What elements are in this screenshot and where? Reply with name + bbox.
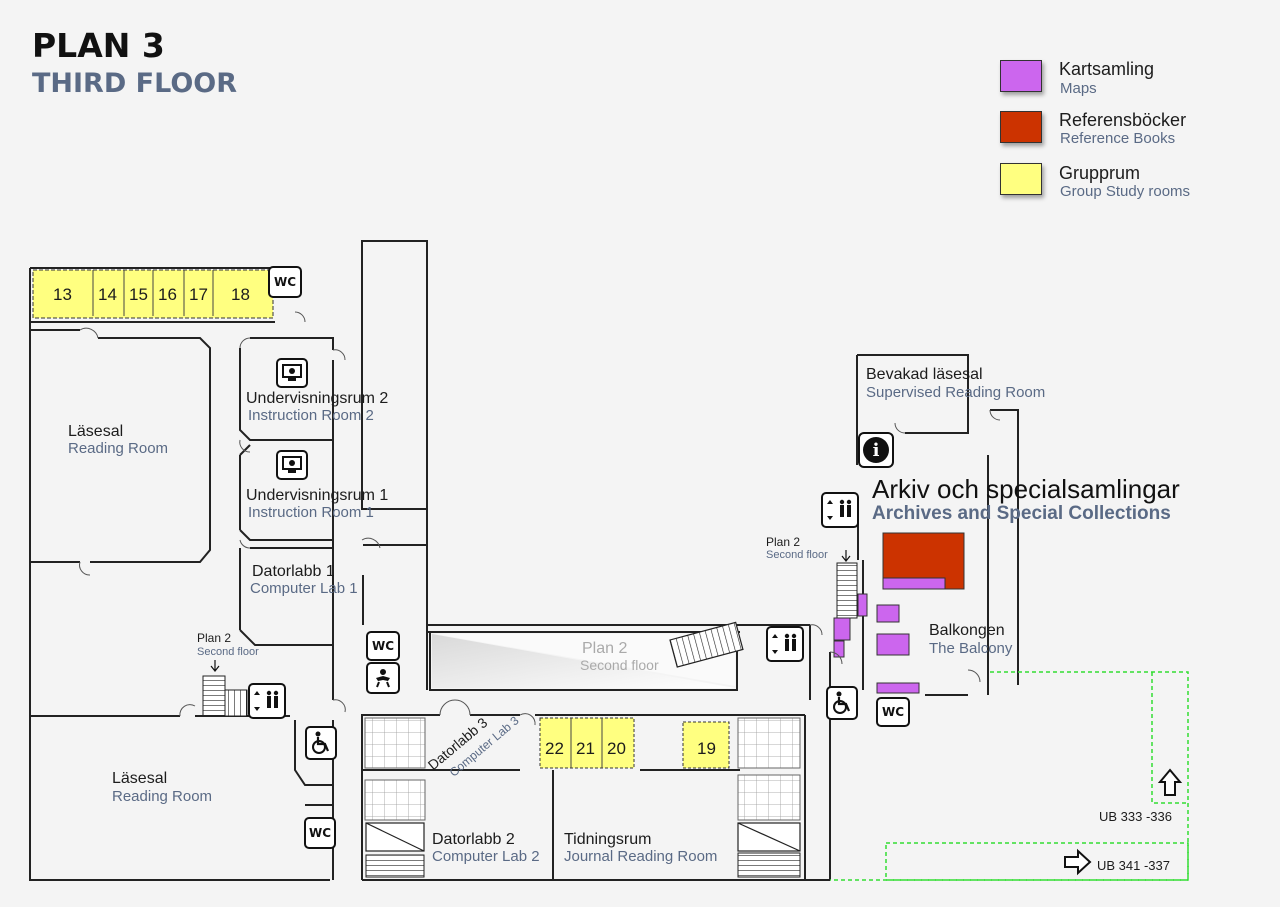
- page-title: PLAN 3: [32, 26, 165, 65]
- room-undervisning2-sv: Undervisningsrum 2: [246, 390, 389, 407]
- group-room-14: 14: [98, 285, 117, 304]
- room-datorlabb2-en: Computer Lab 2: [432, 848, 540, 865]
- room-bevakad-en: Supervised Reading Room: [866, 384, 1046, 401]
- legend-label-group-rooms-en: Group Study rooms: [1060, 183, 1191, 200]
- room-lasesal-bottom-en: Reading Room: [112, 788, 213, 805]
- legend-swatch-group-rooms: [1000, 163, 1042, 195]
- group-room-15: 15: [129, 285, 148, 304]
- group-room-20: 20: [607, 739, 626, 758]
- legend-swatch-reference: [1000, 111, 1042, 143]
- projector-icon: [276, 358, 308, 388]
- wc-icon: WC: [876, 697, 910, 727]
- group-room-19: 19: [697, 739, 716, 758]
- projector-icon: [276, 450, 308, 480]
- group-room-22: 22: [545, 739, 564, 758]
- stairs-right-sv: Plan 2: [766, 535, 801, 549]
- room-tidningsrum-en: Journal Reading Room: [564, 848, 718, 865]
- room-balkongen-en: The Balcony: [929, 640, 1013, 657]
- room-undervisning1-en: Instruction Room 1: [248, 504, 374, 521]
- legend-label-reference-sv: Referensböcker: [1059, 110, 1187, 130]
- stairs-right-en: Second floor: [766, 549, 828, 561]
- stairs-left-sv: Plan 2: [197, 631, 232, 645]
- group-room-21: 21: [576, 739, 595, 758]
- void-plan2-en: Second floor: [580, 657, 659, 673]
- room-bevakad-sv: Bevakad läsesal: [866, 366, 983, 383]
- shelf-label-up: UB 333 -336: [1099, 809, 1172, 824]
- page-subtitle: THIRD FLOOR: [32, 68, 238, 99]
- legend-swatch-maps: [1000, 60, 1042, 92]
- elevator-icon: [821, 492, 859, 528]
- room-datorlabb1-sv: Datorlabb 1: [252, 563, 335, 580]
- legend-label-maps-en: Maps: [1060, 80, 1097, 97]
- wheelchair-icon: [826, 686, 858, 720]
- group-room-16: 16: [158, 285, 177, 304]
- stairs-left-en: Second floor: [197, 646, 259, 658]
- room-lasesal-top-sv: Läsesal: [68, 423, 124, 440]
- room-datorlabb1-en: Computer Lab 1: [250, 580, 358, 597]
- room-arkiv-sv: Arkiv och specialsamlingar: [872, 474, 1180, 504]
- void-plan2-sv: Plan 2: [582, 640, 628, 657]
- room-tidningsrum-sv: Tidningsrum: [564, 831, 652, 848]
- room-datorlabb2-sv: Datorlabb 2: [432, 831, 515, 848]
- shelf-label-right: UB 341 -337: [1097, 858, 1170, 873]
- room-arkiv-en: Archives and Special Collections: [872, 503, 1171, 524]
- room-lasesal-top-en: Reading Room: [68, 440, 169, 457]
- room-undervisning2-en: Instruction Room 2: [248, 407, 374, 424]
- group-room-18: 18: [231, 285, 250, 304]
- room-balkongen-sv: Balkongen: [929, 622, 1005, 639]
- legend-label-reference-en: Reference Books: [1060, 130, 1176, 147]
- wc-icon: WC: [268, 266, 302, 298]
- group-room-17: 17: [189, 285, 208, 304]
- legend-label-group-rooms-sv: Grupprum: [1059, 163, 1141, 183]
- room-undervisning1-sv: Undervisningsrum 1: [246, 487, 389, 504]
- wc-icon: WC: [366, 631, 400, 661]
- baby-changing-icon: [366, 662, 400, 694]
- info-glyph: i: [863, 437, 889, 463]
- elevator-icon: [766, 626, 804, 662]
- wc-icon: WC: [304, 817, 336, 849]
- elevator-icon: [248, 683, 286, 719]
- room-lasesal-bottom-sv: Läsesal: [112, 770, 168, 787]
- legend-label-maps-sv: Kartsamling: [1059, 59, 1155, 79]
- info-icon: i: [858, 432, 894, 468]
- group-room-13: 13: [53, 285, 72, 304]
- wheelchair-icon: [305, 726, 337, 760]
